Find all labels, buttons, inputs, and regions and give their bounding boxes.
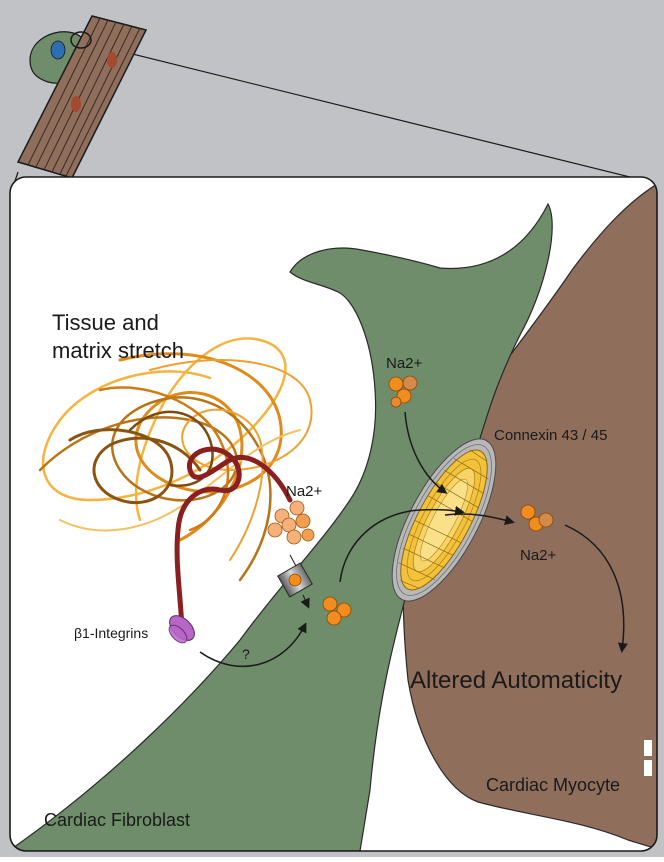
main-panel-border bbox=[9, 176, 658, 852]
arrow-channel-to-connexin bbox=[339, 505, 465, 583]
zoom-line-right bbox=[91, 43, 651, 183]
arrow-integrin-to-channel bbox=[199, 622, 307, 668]
sodium-ion bbox=[267, 522, 283, 538]
sodium-ion bbox=[286, 529, 302, 545]
sodium-ion bbox=[322, 596, 338, 612]
integrin-stalk bbox=[174, 446, 293, 631]
thumbnail-nucleus bbox=[50, 40, 66, 60]
thumbnail-striations bbox=[27, 17, 141, 177]
automaticity-label: Altered Automaticity bbox=[410, 667, 622, 694]
na-label-channel: Na2+ bbox=[286, 483, 323, 500]
channel-exit-arrow bbox=[300, 594, 310, 609]
beta1-integrin-right bbox=[168, 624, 188, 644]
fiber-5 bbox=[149, 359, 313, 561]
sodium-ion bbox=[289, 500, 305, 516]
arrow-ions-to-connexin bbox=[404, 411, 448, 494]
sodium-ion-cluster-extracellular bbox=[267, 500, 315, 545]
connexin-label: Connexin 43 / 45 bbox=[494, 427, 607, 444]
na-label-fibroblast: Na2+ bbox=[386, 355, 423, 372]
edge-notch-1 bbox=[644, 740, 652, 756]
fiber-1 bbox=[42, 337, 287, 522]
fiber-4 bbox=[68, 428, 202, 505]
sodium-ion bbox=[388, 376, 404, 392]
na-label-myocyte: Na2+ bbox=[520, 547, 557, 564]
sodium-ion-cluster-fibroblast-top bbox=[388, 375, 418, 408]
stretch-label-line2: matrix stretch bbox=[52, 338, 184, 363]
fiber-3 bbox=[38, 396, 272, 582]
thumbnail-cells bbox=[16, 15, 148, 179]
sodium-ion bbox=[538, 512, 554, 528]
arrow-to-automaticity bbox=[564, 524, 628, 653]
fiber-2 bbox=[118, 352, 283, 542]
thumbnail-myocyte-nucleus-2 bbox=[71, 96, 81, 112]
connexin-gap-junction bbox=[391, 438, 497, 602]
myocyte-label: Cardiac Myocyte bbox=[486, 775, 620, 795]
channel-entry-mark bbox=[289, 554, 297, 567]
thumbnail-myocyte-nucleus-1 bbox=[107, 52, 117, 68]
fiber-8 bbox=[128, 410, 214, 488]
arrow-connexin-to-myocyte bbox=[444, 513, 515, 525]
sodium-ion bbox=[520, 504, 536, 520]
fiber-7 bbox=[98, 386, 230, 532]
sodium-ion bbox=[295, 513, 311, 529]
sodium-ion-cluster-intracellular bbox=[322, 596, 352, 626]
stretch-label-line1: Tissue and bbox=[52, 310, 159, 335]
fibroblast-label: Cardiac Fibroblast bbox=[44, 810, 190, 830]
sodium-ion bbox=[326, 610, 342, 626]
flow-arrows bbox=[199, 411, 628, 668]
sodium-ion bbox=[402, 375, 418, 391]
thumbnail-zoom-circle bbox=[70, 31, 92, 49]
integrins-label: β1-Integrins bbox=[74, 625, 148, 641]
sodium-ion-cluster-myocyte bbox=[520, 504, 554, 532]
sodium-ion bbox=[390, 396, 402, 408]
question-mark-label: ? bbox=[242, 646, 250, 662]
sodium-ion bbox=[336, 602, 352, 618]
sodium-channel bbox=[277, 562, 313, 598]
matrix-fibers bbox=[38, 337, 313, 582]
sodium-ion bbox=[301, 528, 315, 542]
edge-notch-2 bbox=[644, 760, 652, 776]
